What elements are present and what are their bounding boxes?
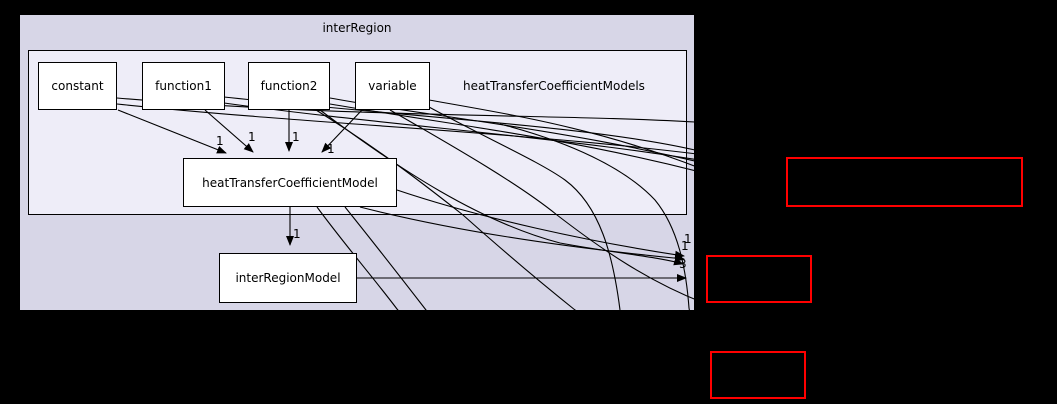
- node-function2[interactable]: function2: [248, 62, 330, 110]
- edge-count-label: 1: [216, 134, 224, 148]
- edge-count-label: 1: [292, 130, 300, 144]
- edge-count-label: 1: [293, 227, 301, 241]
- external-node-box-top[interactable]: [786, 157, 1023, 207]
- node-function1[interactable]: function1: [142, 62, 225, 110]
- node-inter-region-model[interactable]: interRegionModel: [219, 253, 357, 303]
- external-node-box-middle[interactable]: [706, 255, 812, 303]
- cluster-title-interregion[interactable]: interRegion: [322, 21, 392, 35]
- edge-count-label: 1: [327, 142, 335, 156]
- node-heat-transfer-coefficient-model[interactable]: heatTransferCoefficientModel: [183, 158, 397, 207]
- cluster-title-heat-transfer-coefficient-models[interactable]: heatTransferCoefficientModels: [463, 79, 645, 93]
- node-variable[interactable]: variable: [355, 62, 430, 110]
- edge-count-label: 3: [679, 257, 687, 271]
- node-constant[interactable]: constant: [38, 62, 117, 110]
- edge-count-label: 1: [248, 130, 256, 144]
- external-node-box-bottom[interactable]: [710, 351, 806, 399]
- edge-count-label: 1: [681, 239, 689, 253]
